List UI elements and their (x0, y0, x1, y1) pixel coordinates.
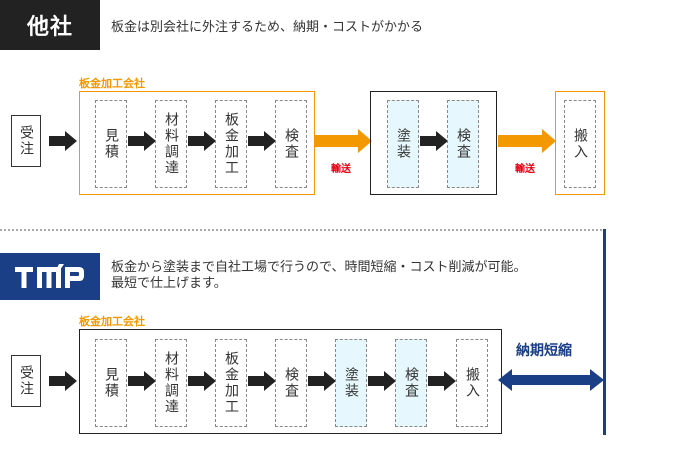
transport-label: 輸送 (515, 164, 535, 175)
tmp-description: 板金から塗装まで自社工場で行うので、時間短縮・コスト削減が可能。 最短で仕上げま… (111, 260, 526, 292)
arrow-right-icon (248, 371, 276, 391)
competitor-step-inspection: 検査 (275, 100, 307, 188)
step-label: 検査 (403, 367, 419, 399)
tmp-step-material: 材料調達 (155, 339, 187, 427)
orange-arrow-right-icon (314, 129, 372, 153)
tmp-step-sheetmetal: 板金加工 (215, 339, 247, 427)
competitor-step-paint: 塗装 (387, 100, 419, 188)
lead-time-shorten-label: 納期短縮 (516, 343, 572, 359)
tmp-step-inspection: 検査 (275, 339, 307, 427)
competitor-badge: 他社 (0, 0, 100, 50)
tmp-description-line2: 最短で仕上げます。 (111, 276, 227, 291)
arrow-right-icon (420, 131, 448, 151)
competitor-step-delivery: 搬入 (564, 100, 596, 188)
tmp-logo (0, 253, 100, 300)
tmp-description-line1: 板金から塗装まで自社工場で行うので、時間短縮・コスト削減が可能。 (111, 260, 527, 275)
step-label: 検査 (283, 128, 299, 160)
order-label: 受注 (18, 125, 34, 157)
competitor-delivery-frame (555, 91, 605, 195)
tmp-order-step: 受注 (11, 355, 41, 407)
arrow-right-icon (188, 371, 216, 391)
step-label: 見積 (103, 128, 119, 160)
competitor-step-estimate: 見積 (95, 100, 127, 188)
step-label: 材料調達 (163, 351, 179, 415)
tmp-logo-icon (15, 263, 84, 288)
competitor-step-material: 材料調達 (155, 100, 187, 188)
competitor-company-label: 板金加工会社 (79, 77, 145, 90)
arrow-right-icon (49, 131, 77, 151)
competitor-description: 板金は別会社に外注するため、納期・コストがかかる (111, 20, 424, 35)
orange-arrow-right-icon (498, 129, 556, 153)
arrow-right-icon (248, 131, 276, 151)
tmp-step-delivery: 搬入 (456, 339, 488, 427)
double-arrow-icon (498, 369, 604, 391)
arrow-right-icon (428, 371, 456, 391)
arrow-right-icon (308, 371, 336, 391)
arrow-right-icon (49, 371, 77, 391)
tmp-step-estimate: 見積 (95, 339, 127, 427)
step-label: 塗装 (343, 367, 359, 399)
step-label: 搬入 (572, 128, 588, 160)
competitor-step-paint-inspection: 検査 (447, 100, 479, 188)
step-label: 板金加工 (223, 112, 239, 176)
tmp-step-paint-inspection: 検査 (395, 339, 427, 427)
order-label: 受注 (18, 365, 34, 397)
arrow-right-icon (128, 131, 156, 151)
tmp-vertical-line (603, 229, 606, 435)
competitor-paint-frame (370, 91, 497, 195)
transport-label: 輸送 (331, 164, 351, 175)
step-label: 板金加工 (223, 351, 239, 415)
step-label: 塗装 (395, 128, 411, 160)
competitor-order-step: 受注 (11, 115, 41, 167)
step-label: 検査 (283, 367, 299, 399)
step-label: 搬入 (464, 367, 480, 399)
competitor-step-sheetmetal: 板金加工 (215, 100, 247, 188)
arrow-right-icon (188, 131, 216, 151)
step-label: 検査 (455, 128, 471, 160)
tmp-step-paint: 塗装 (335, 339, 367, 427)
tmp-company-label: 板金加工会社 (79, 315, 145, 328)
arrow-right-icon (128, 371, 156, 391)
section-divider (0, 229, 606, 231)
step-label: 材料調達 (163, 112, 179, 176)
arrow-right-icon (368, 371, 396, 391)
step-label: 見積 (103, 367, 119, 399)
